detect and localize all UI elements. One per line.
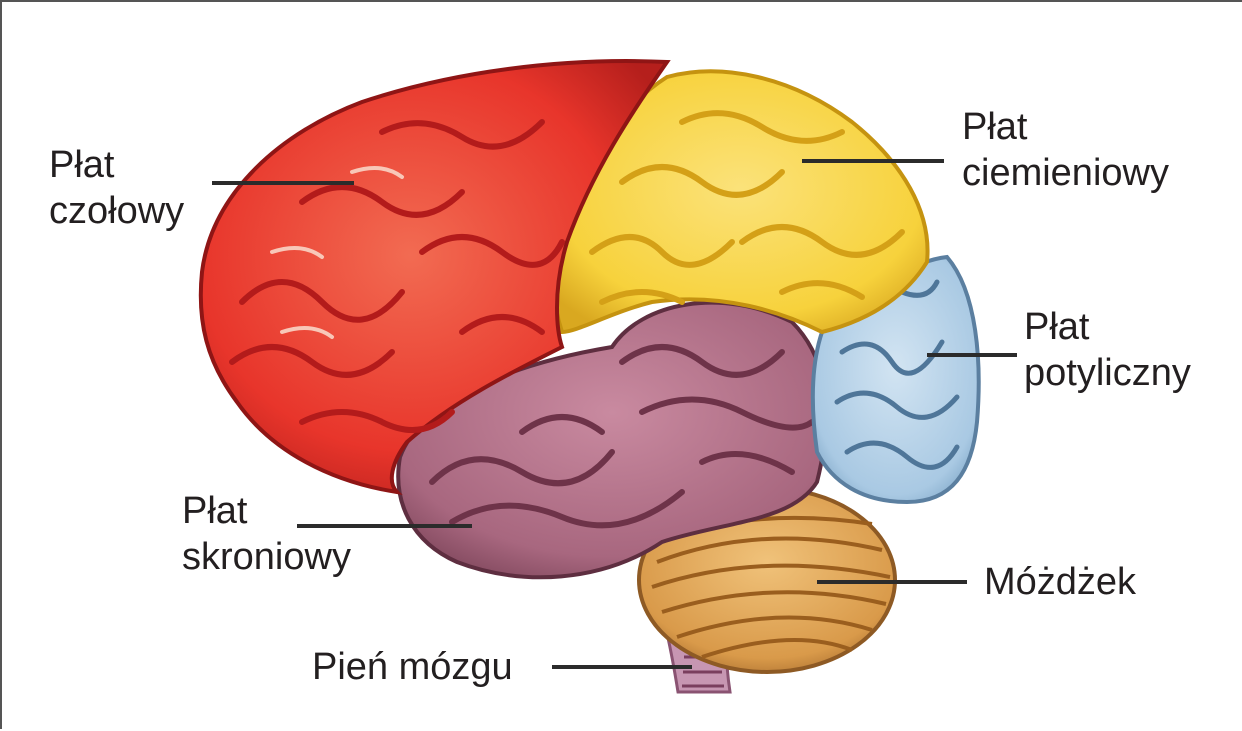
leader-line-parietal: [802, 159, 944, 163]
label-cerebellum: Móżdżek: [984, 559, 1136, 605]
label-temporal-line1: Płat: [182, 488, 351, 534]
leader-line-occipital: [927, 353, 1017, 357]
label-temporal-lobe: Płat skroniowy: [182, 488, 351, 580]
label-parietal-line2: ciemieniowy: [962, 150, 1169, 196]
label-occipital-lobe: Płat potyliczny: [1024, 304, 1191, 396]
label-parietal-line1: Płat: [962, 104, 1169, 150]
leader-line-frontal: [212, 181, 354, 185]
label-brainstem: Pień mózgu: [312, 644, 513, 690]
label-frontal-lobe: Płat czołowy: [49, 142, 184, 234]
label-frontal-line1: Płat: [49, 142, 184, 188]
leader-line-brainstem: [552, 665, 692, 669]
label-parietal-lobe: Płat ciemieniowy: [962, 104, 1169, 196]
label-occipital-line1: Płat: [1024, 304, 1191, 350]
label-occipital-line2: potyliczny: [1024, 350, 1191, 396]
label-temporal-line2: skroniowy: [182, 534, 351, 580]
label-frontal-line2: czołowy: [49, 188, 184, 234]
leader-line-cerebellum: [817, 580, 967, 584]
